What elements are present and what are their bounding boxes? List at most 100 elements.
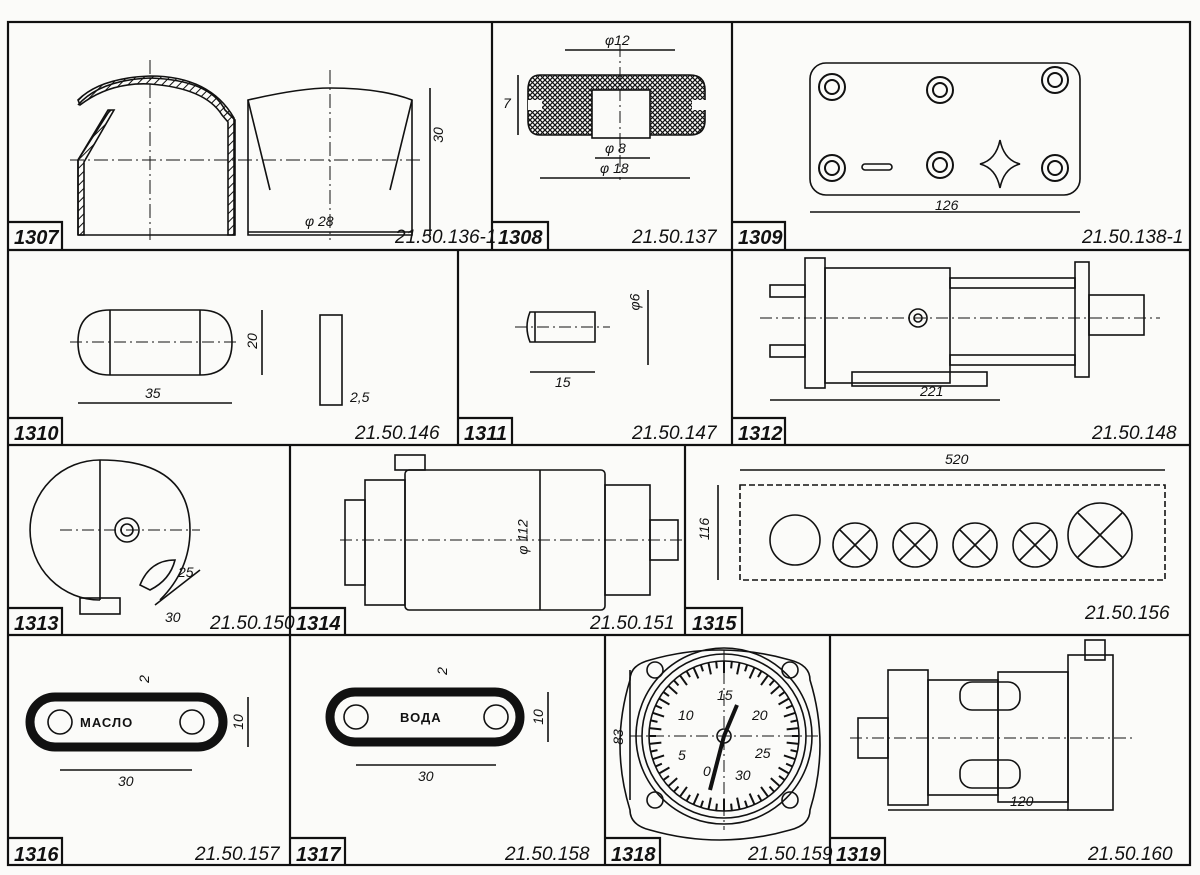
figure-number-1311: 1311 <box>464 423 508 445</box>
gauge-tick <box>783 754 796 761</box>
figure-number-1319: 1319 <box>836 844 881 866</box>
drawing-1310-plate <box>70 309 343 406</box>
gauge-tick <box>679 786 688 798</box>
dimension-1317-length: 30 <box>418 768 434 784</box>
figure-number-1308: 1308 <box>498 227 543 249</box>
figure-number-1307: 1307 <box>14 227 59 249</box>
catalog-code-1307: 21.50.136-1 <box>395 227 497 248</box>
drawing-1312-unit <box>760 257 1160 401</box>
crossed-socket <box>832 522 878 568</box>
gauge-tick <box>650 719 658 723</box>
gauge-tick <box>783 711 796 718</box>
gauge-tick <box>649 727 662 731</box>
figure-number-1309: 1309 <box>738 227 783 249</box>
catalog-code-1311: 21.50.147 <box>632 423 717 444</box>
drawing-1318-gauge <box>619 647 821 841</box>
gauge-tick <box>685 670 691 678</box>
gauge-tick <box>667 685 678 695</box>
gauge-tick <box>744 800 749 808</box>
gauge-tick <box>786 741 799 745</box>
crossed-socket <box>1012 522 1058 568</box>
gauge-tick <box>760 786 769 798</box>
gauge-tick <box>679 674 688 686</box>
gauge-tick <box>658 697 670 706</box>
catalog-code-1316: 21.50.157 <box>195 844 280 865</box>
gauge-tick <box>692 793 700 805</box>
figure-number-1314: 1314 <box>296 613 341 635</box>
gauge-tick <box>778 766 790 775</box>
gauge-tick <box>715 803 718 811</box>
plate-text-1316: МАСЛО <box>80 715 134 730</box>
drawing-1309-plate <box>809 62 1081 213</box>
dimension-1316-height: 10 <box>229 714 246 730</box>
drawing-1308-grommet <box>517 45 706 180</box>
dimension-1308-top: φ12 <box>605 32 630 48</box>
gauge-tick <box>662 691 670 697</box>
gauge-tick <box>736 797 741 810</box>
gauge-tick <box>715 661 718 669</box>
drawing-1307-cap <box>70 60 431 240</box>
figure-number-1315: 1315 <box>692 613 737 635</box>
gauge-tick <box>770 777 781 787</box>
gauge-tick <box>768 679 775 687</box>
gauge-tick <box>790 749 798 753</box>
gauge-tick <box>760 674 769 686</box>
gauge-tick <box>785 704 793 710</box>
dimension-1310-length: 35 <box>145 385 161 401</box>
gauge-tick <box>707 662 712 675</box>
gauge-scale-0: 0 <box>703 763 711 779</box>
dimension-1310-thickness: 2,5 <box>350 389 370 405</box>
gauge-tick <box>778 691 786 697</box>
gauge-tick <box>736 662 741 675</box>
dimension-1307-diameter: φ 28 <box>305 213 334 229</box>
gauge-scale-25: 25 <box>755 745 771 761</box>
dimension-1315-width: 520 <box>945 451 969 467</box>
dimension-1310-height: 20 <box>243 333 260 349</box>
dimension-1309-width: 126 <box>935 197 959 213</box>
figure-number-1310: 1310 <box>14 423 59 445</box>
drawing-1313-lamp <box>29 459 201 615</box>
gauge-scale-10: 10 <box>678 707 694 723</box>
gauge-scale-15: 15 <box>717 687 733 703</box>
figure-number-1313: 1313 <box>14 613 59 635</box>
drawing-1311-pin <box>515 290 649 373</box>
gauge-tick <box>699 800 704 808</box>
gauge-tick <box>757 794 763 802</box>
gauge-tick <box>652 711 665 718</box>
gauge-tick <box>655 762 663 768</box>
figure-number-1317: 1317 <box>296 844 341 866</box>
catalog-code-1319: 21.50.160 <box>1088 844 1173 865</box>
dimension-1317-height: 10 <box>529 709 546 725</box>
drawing-1319-pump <box>850 639 1135 811</box>
gauge-tick <box>652 754 665 761</box>
gauge-tick <box>707 797 712 810</box>
crossed-socket <box>952 522 998 568</box>
catalog-code-1310: 21.50.146 <box>355 423 440 444</box>
gauge-tick <box>692 667 700 679</box>
gauge-tick <box>658 766 670 775</box>
catalog-code-1309: 21.50.138-1 <box>1082 227 1184 248</box>
catalog-code-1313: 21.50.150 <box>210 613 295 634</box>
dimension-1308-outer: φ 18 <box>600 160 629 176</box>
gauge-tick <box>655 704 663 710</box>
drawing-1317-tag <box>325 687 549 766</box>
gauge-tick <box>790 719 798 723</box>
dimension-1313-a: 25 <box>178 564 194 580</box>
catalog-code-1312: 21.50.148 <box>1092 423 1177 444</box>
dimension-1316-gap: 2 <box>135 675 152 683</box>
plate-text-1317: ВОДА <box>400 710 442 725</box>
dimension-1316-length: 30 <box>118 773 134 789</box>
gauge-tick <box>748 793 756 805</box>
dimension-1319-length: 120 <box>1010 793 1034 809</box>
gauge-tick <box>673 679 680 687</box>
catalog-code-1317: 21.50.158 <box>505 844 590 865</box>
gauge-tick <box>649 741 662 745</box>
gauge-tick <box>778 775 786 781</box>
drawing-1316-tag <box>25 692 249 771</box>
gauge-tick <box>785 762 793 768</box>
figure-number-1312: 1312 <box>738 423 783 445</box>
catalog-code-1315: 21.50.156 <box>1085 603 1170 624</box>
crossed-socket <box>892 522 938 568</box>
